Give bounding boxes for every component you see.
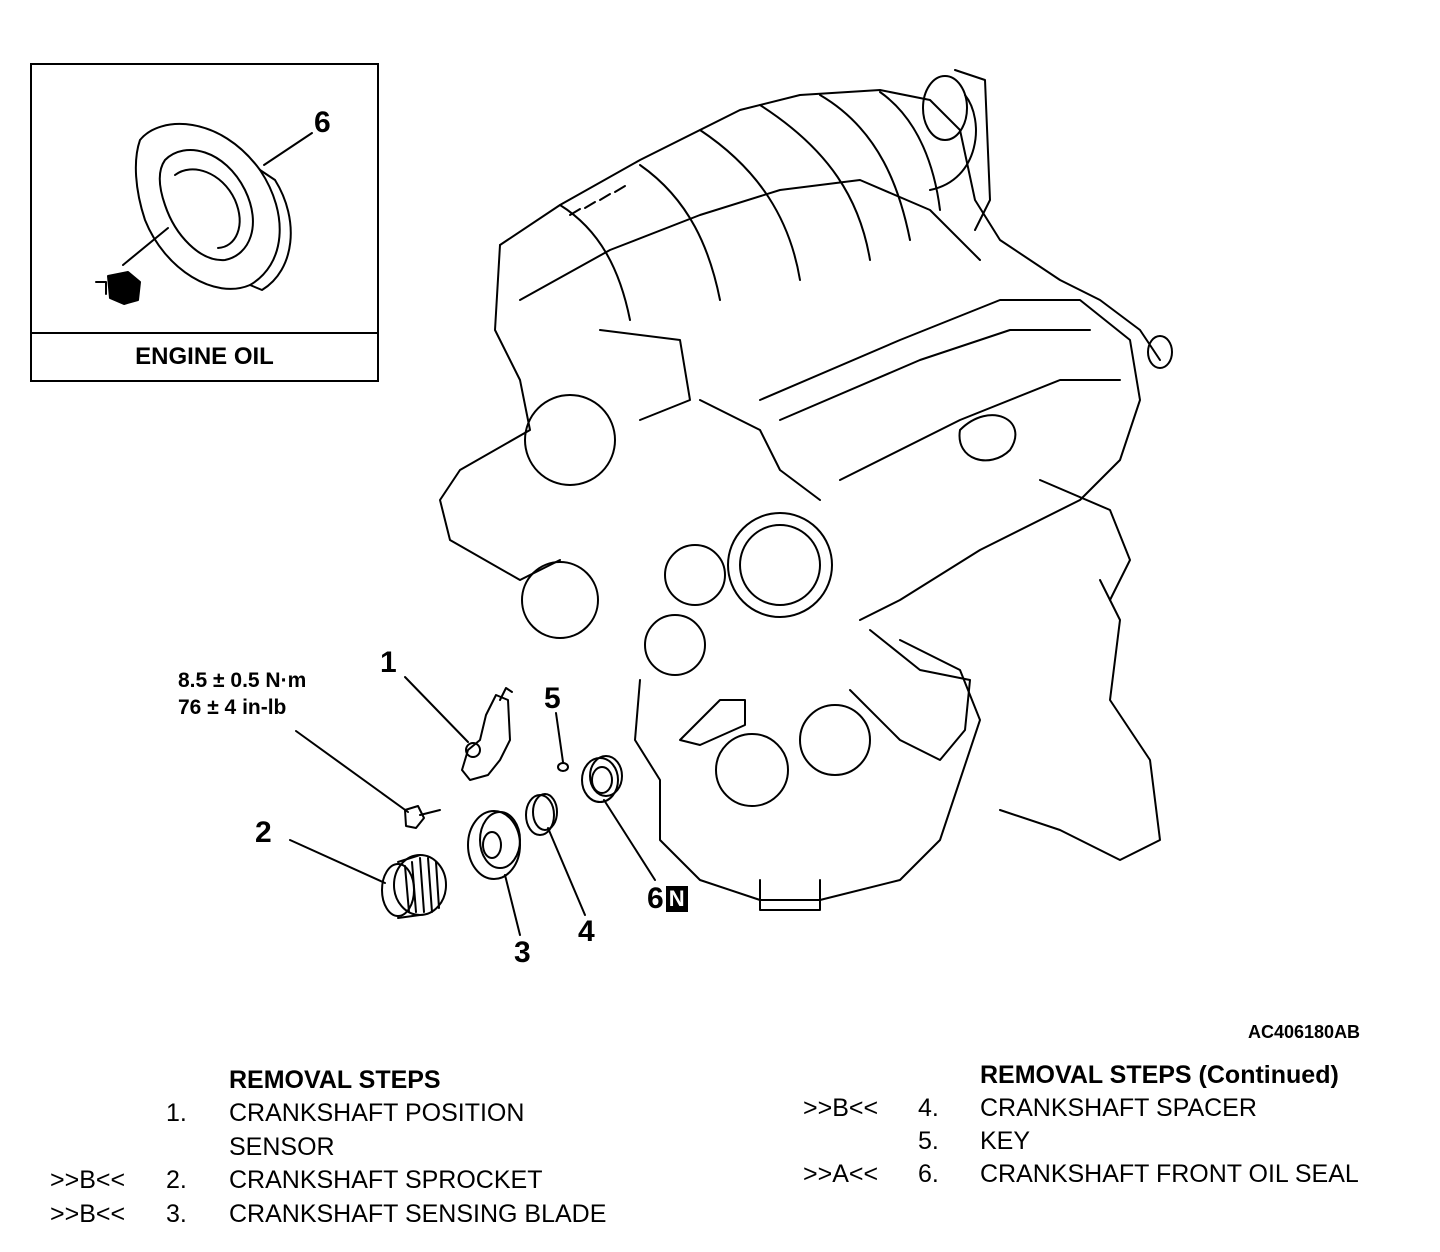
crankshaft-position-sensor-drawing bbox=[404, 676, 513, 781]
figure-code: AC406180AB bbox=[1248, 1022, 1361, 1042]
step-name: CRANKSHAFT POSITION bbox=[229, 1099, 525, 1127]
inset-engine-oil-panel: ENGINE OIL bbox=[30, 63, 379, 382]
callout-5: 5 bbox=[544, 682, 561, 715]
front-oil-seal-drawing bbox=[581, 755, 656, 881]
step-name: CRANKSHAFT SPACER bbox=[980, 1094, 1257, 1122]
step-name: CRANKSHAFT FRONT OIL SEAL bbox=[980, 1160, 1359, 1188]
torque-spec: 8.5 ± 0.5 N·m 76 ± 4 in-lb bbox=[178, 668, 306, 722]
callout-3: 3 bbox=[514, 936, 531, 969]
step-name: CRANKSHAFT SENSING BLADE bbox=[229, 1200, 607, 1228]
removal-steps-continued-title: REMOVAL STEPS (Continued) bbox=[980, 1061, 1339, 1089]
torque-imperial: 76 ± 4 in-lb bbox=[178, 695, 287, 719]
step-number: 6. bbox=[918, 1160, 939, 1188]
step-name-continued: SENSOR bbox=[229, 1133, 335, 1161]
step-number: 1. bbox=[166, 1099, 187, 1127]
inset-oil-seal-drawing bbox=[95, 122, 313, 305]
inset-label: ENGINE OIL bbox=[135, 343, 274, 370]
step-number: 2. bbox=[166, 1166, 187, 1194]
callout-1: 1 bbox=[380, 646, 397, 679]
sensing-blade-drawing bbox=[467, 810, 521, 936]
bolt-drawing bbox=[295, 730, 441, 829]
engine-exploded-diagram bbox=[95, 69, 1173, 936]
crankshaft-spacer-drawing bbox=[525, 793, 586, 916]
step-number: 3. bbox=[166, 1200, 187, 1228]
inset-divider bbox=[32, 332, 377, 334]
step-number: 4. bbox=[918, 1094, 939, 1122]
callout-2: 2 bbox=[255, 816, 272, 849]
callout-4: 4 bbox=[578, 915, 595, 948]
procedure-mark: >>B<< bbox=[803, 1094, 879, 1122]
torque-metric: 8.5 ± 0.5 N·m bbox=[178, 669, 307, 692]
crankshaft-sprocket-drawing bbox=[289, 839, 447, 919]
procedure-mark: >>B<< bbox=[50, 1200, 126, 1228]
step-name: KEY bbox=[980, 1127, 1031, 1155]
removal-steps-title: REMOVAL STEPS bbox=[229, 1066, 441, 1094]
new-part-badge: N bbox=[665, 886, 688, 912]
step-name: CRANKSHAFT SPROCKET bbox=[229, 1166, 543, 1194]
key-drawing bbox=[555, 712, 569, 772]
engine-illustration bbox=[439, 69, 1173, 911]
inset-callout-6: 6 bbox=[314, 106, 331, 139]
procedure-mark: >>A<< bbox=[803, 1160, 879, 1188]
procedure-mark: >>B<< bbox=[50, 1166, 126, 1194]
step-number: 5. bbox=[918, 1127, 939, 1155]
